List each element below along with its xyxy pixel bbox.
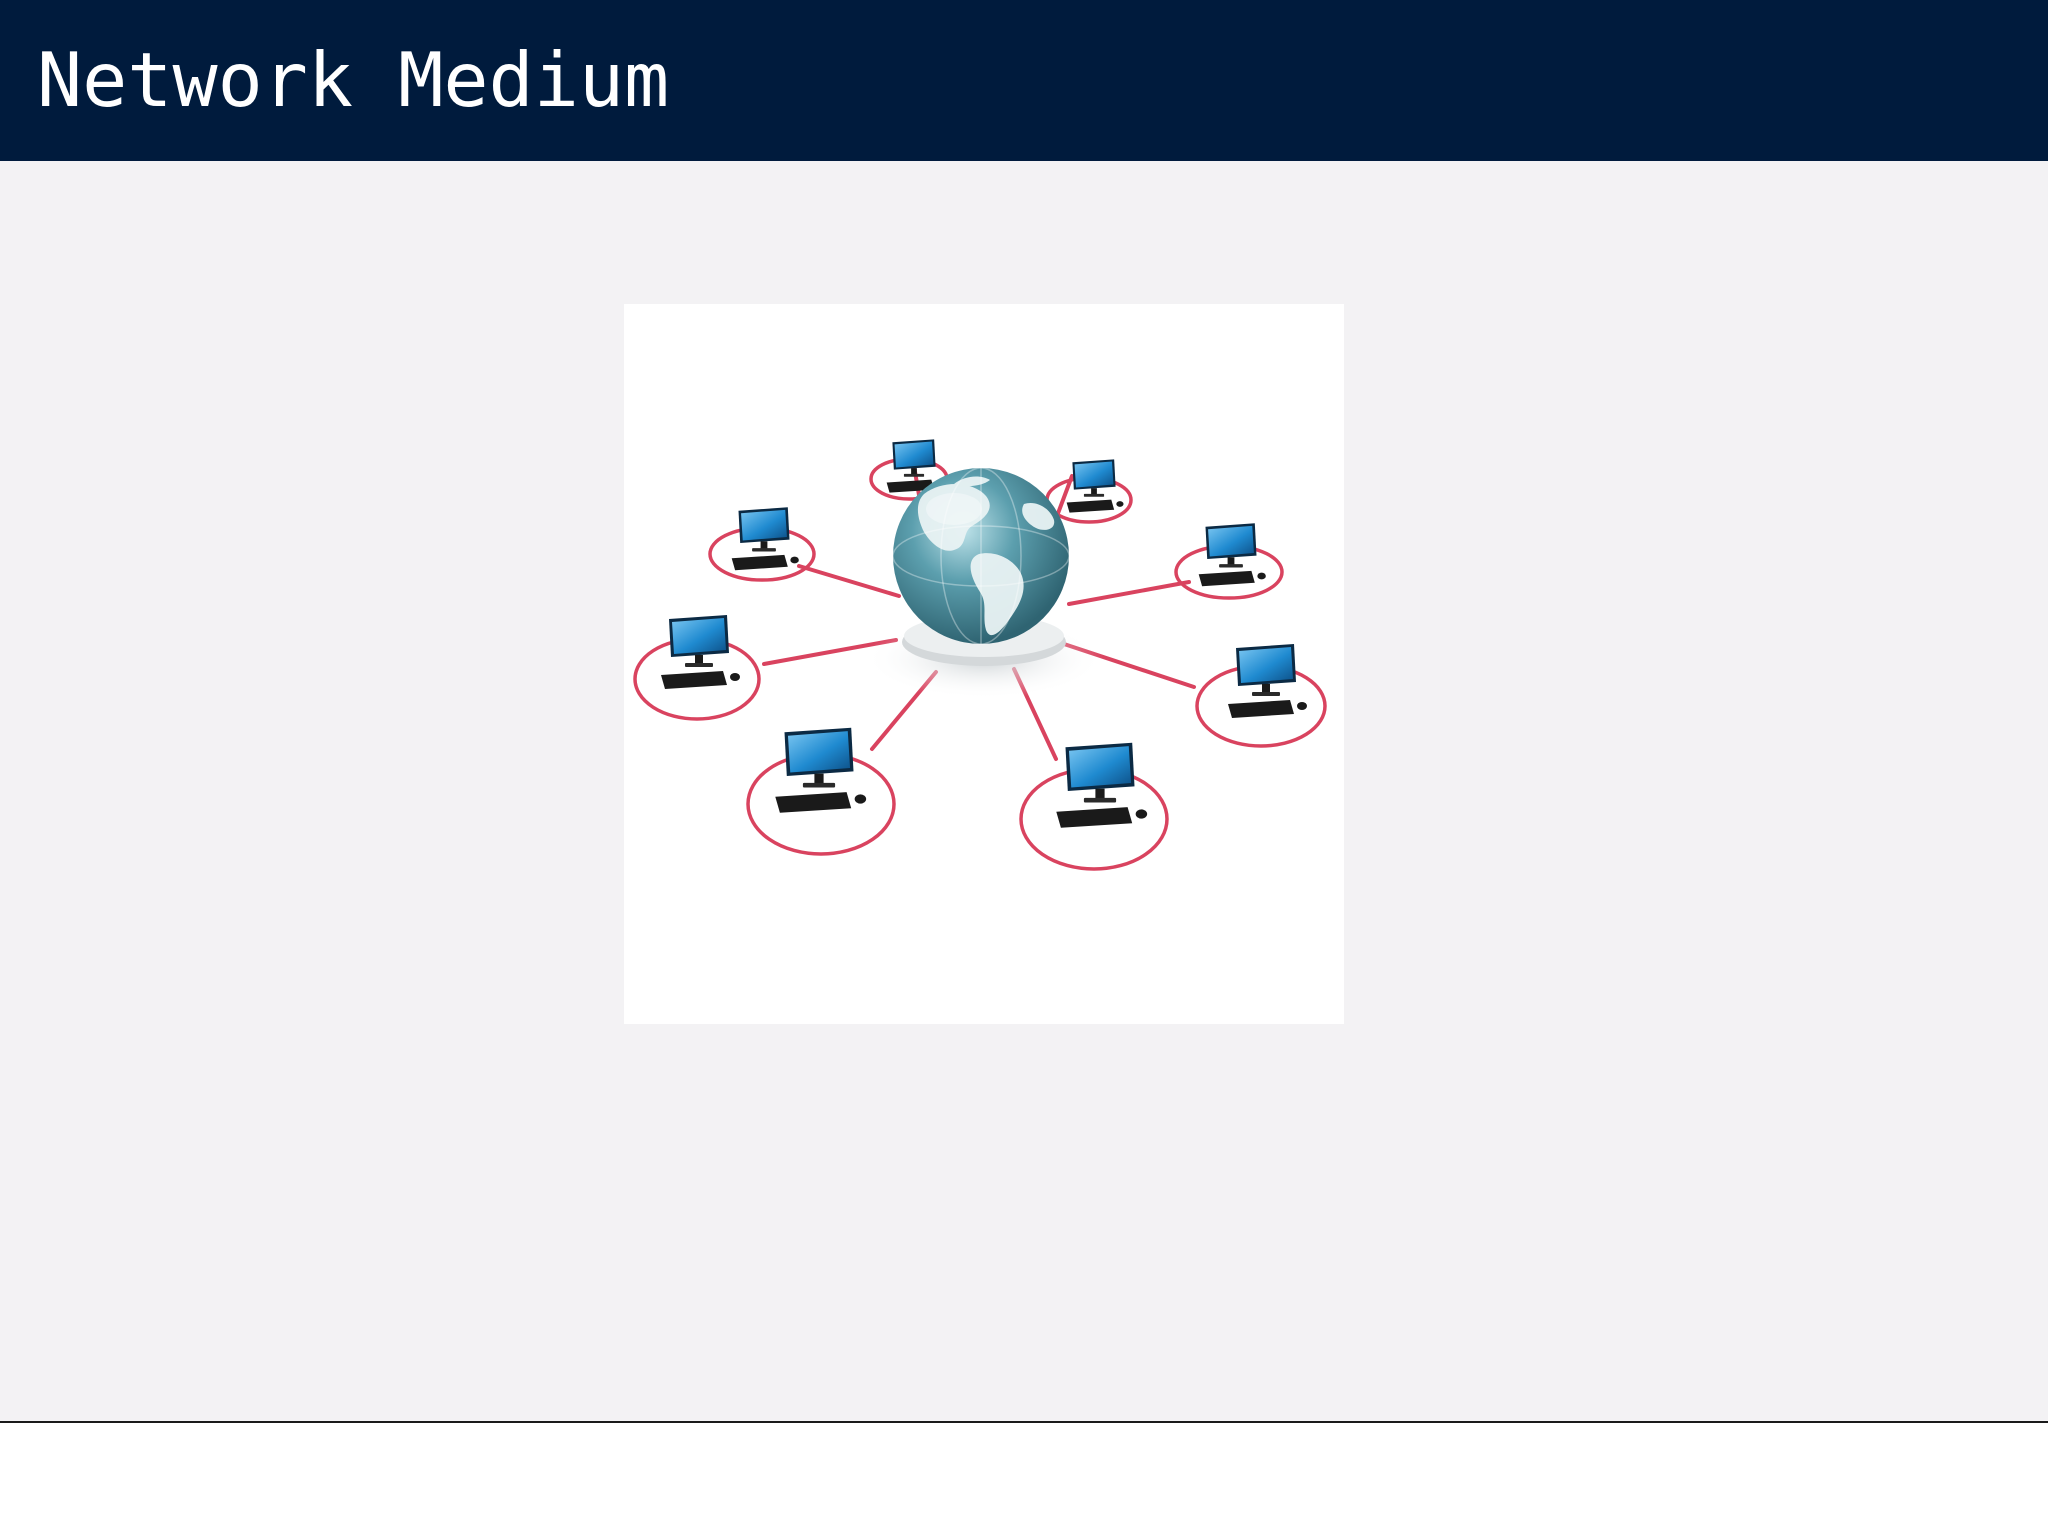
- network-illustration: [624, 304, 1344, 1024]
- network-globe-computers-icon: [633, 439, 1327, 871]
- footer-area: [0, 1423, 2048, 1536]
- title-bar: Network Medium: [0, 0, 2048, 161]
- slide-title: Network Medium: [37, 36, 670, 124]
- footer-divider: [0, 1421, 2048, 1423]
